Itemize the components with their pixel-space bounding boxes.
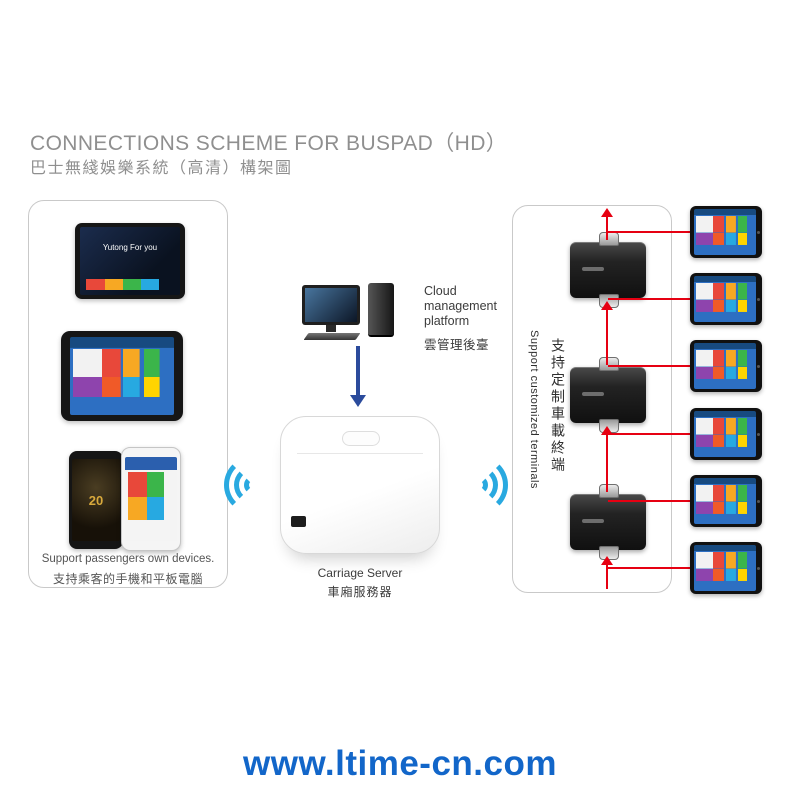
terminal-tablet-screen [694, 209, 756, 255]
terminal-box-2 [570, 357, 646, 433]
red-arrow-up-2 [601, 301, 613, 365]
cloud-label: Cloud management platform 雲管理後臺 [424, 284, 508, 353]
monitor-icon [302, 285, 360, 325]
phone1-screen: 20 [72, 459, 120, 541]
wifi-signal-right-icon [446, 452, 512, 518]
red-connector-line-3 [608, 365, 690, 367]
red-arrow-up-1 [601, 208, 613, 240]
terminal-tablet-screen [694, 343, 756, 389]
passenger-phone-2 [121, 447, 181, 551]
red-arrow-up-4 [601, 556, 613, 589]
passenger-devices-panel: Yutong For you 20 Support passengers own… [28, 200, 228, 588]
wifi-arc [224, 456, 282, 514]
phone2-screen [125, 457, 177, 541]
right-label-en: Support customized terminals [528, 330, 540, 489]
server-label-zh: 車廂服務器 [327, 585, 393, 599]
cloud-label-zh: 雲管理後臺 [424, 338, 490, 352]
right-label-zh: 支持定制車載終端 [550, 338, 566, 474]
red-connector-line-1 [608, 231, 690, 233]
terminal-tablet-screen [694, 545, 756, 591]
cloud-platform-graphic [302, 283, 416, 341]
monitor-stand [326, 325, 336, 332]
cloud-label-en: Cloud management platform [424, 284, 497, 328]
phone1-poster-text: 20 [88, 492, 104, 508]
tablet-video-title: Yutong For you [102, 243, 158, 253]
left-caption-zh: 支持乘客的手機和平板電腦 [52, 572, 203, 586]
page-subtitle: 巴士無綫娛樂系統（高清）構架圖 [30, 160, 293, 177]
red-connector-line-5 [608, 500, 690, 502]
passenger-tablet-video: Yutong For you [75, 223, 185, 299]
terminal-tablet-6 [690, 542, 762, 594]
terminal-tablet-4 [690, 408, 762, 460]
keyboard-icon [303, 333, 361, 340]
red-connector-line-6 [608, 567, 690, 569]
terminal-tablet-5 [690, 475, 762, 527]
tablet-video-screen: Yutong For you [80, 227, 180, 295]
carriage-server-device [280, 416, 440, 554]
cloud-to-server-arrow [350, 346, 366, 407]
terminal-tablet-3 [690, 340, 762, 392]
terminal-tablet-screen [694, 411, 756, 457]
pc-tower-icon [368, 283, 394, 337]
passenger-phone-1: 20 [69, 451, 123, 549]
terminal-box-1 [570, 232, 646, 308]
left-caption-en: Support passengers own devices. [41, 553, 215, 565]
server-label-en: Carriage Server [317, 566, 403, 580]
terminal-tablet-screen [694, 276, 756, 322]
server-seam [296, 453, 424, 454]
terminal-tablet-1 [690, 206, 762, 258]
brand-mark [582, 267, 604, 271]
wifi-signal-left-icon [220, 452, 286, 518]
server-label: Carriage Server 車廂服務器 [280, 566, 440, 600]
wifi-arc [450, 456, 508, 514]
brand-mark [582, 519, 604, 523]
red-connector-line-2 [608, 298, 690, 300]
website-url: www.ltime-cn.com [243, 744, 557, 783]
red-arrow-up-3 [601, 426, 613, 492]
red-connector-line-4 [608, 433, 690, 435]
page-title: CONNECTIONS SCHEME FOR BUSPAD（HD） [30, 132, 508, 155]
brand-mark [582, 392, 604, 396]
terminal-tablet-2 [690, 273, 762, 325]
monitor-screen [305, 288, 357, 322]
tablet-apps-screen [70, 337, 174, 415]
passenger-tablet-apps [61, 331, 183, 421]
terminal-tablet-screen [694, 478, 756, 524]
terminal-box-3 [570, 484, 646, 560]
